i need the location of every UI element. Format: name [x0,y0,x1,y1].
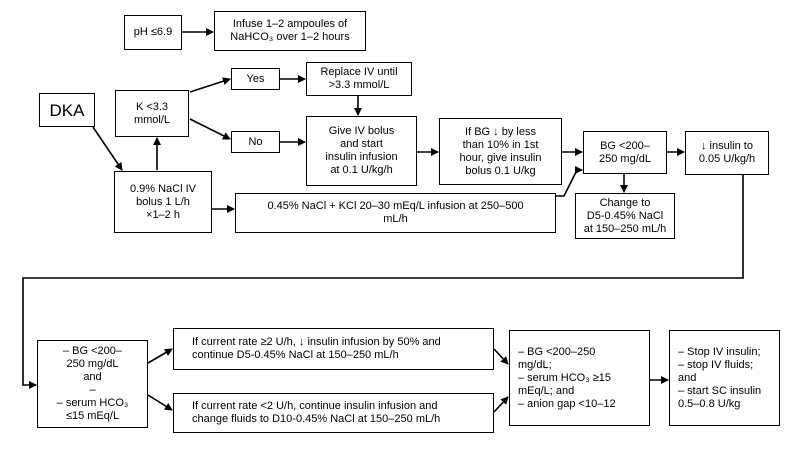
bg-200-box: BG <200– 250 mg/dL [583,131,667,174]
bg-200-text-2: 250 mg/dL [599,152,651,165]
bg-drop-text-2: than 10% in 1st [462,138,539,151]
bg-200-text-1: BG <200– [600,139,650,152]
stop-text-5: 0.5–0.8 U/kg [678,397,741,410]
connector-reduce-crit1 [22,175,744,389]
criteria-2-box: – BG <200–250 mg/dL; – serum HCO₃ ≥15 mE… [509,330,650,426]
criteria-2-text-2: mg/dL; [518,358,552,371]
dka-box: DKA [39,93,95,127]
potassium-text-1: K <3.3 [135,100,169,113]
arrow-ratehigh-crit2 [493,348,509,365]
replace-box: Replace IV until >3.3 mmol/L [306,62,412,96]
bolus-text-4: at 0.1 U/kg/h [330,164,393,176]
reduce-insulin-box: ↓ insulin to 0.05 U/kg/h [685,131,769,175]
stop-text-2: – stop IV fluids; [678,358,754,371]
arrow-ratelow-crit2 [493,396,509,413]
bolus-box: Give IV bolus and start insulin infusion… [306,116,417,186]
arrow-dka-nacl [92,126,123,171]
bolus-text-1: Give IV bolus [328,125,395,137]
arrow-crit1-ratelow [147,394,173,411]
stop-box: – Stop IV insulin; – stop IV fluids; and… [669,330,780,426]
potassium-text-2: mmol/L [133,113,171,126]
bolus-text-3: insulin infusion [325,151,398,163]
rate-low-text-1: If current rate <2 U/h, continue insulin… [192,400,438,412]
criteria-1-text-2: 250 mg/dL [66,358,119,370]
infuse-text-1: Infuse 1–2 ampoules of [232,18,348,30]
criteria-2-text-4: mEq/L; and [518,384,575,397]
ph-text-1: pH ≤6.9 [133,26,173,38]
d5-change-box: Change to D5-0.45% NaCl at 150–250 mL/h [575,193,675,239]
kcl-infusion-text-1: 0.45% NaCl + KCl 20–30 mEq/L infusion at… [267,200,524,212]
ph-box: pH ≤6.9 [124,15,182,50]
yes-box: Yes [231,68,280,90]
criteria-2-text-5: – anion gap <10–12 [518,397,616,410]
d5-change-text-2: D5-0.45% NaCl [586,209,664,222]
criteria-1-text-6: ≤15 mEq/L [65,410,120,422]
stop-text-3: and [678,371,697,384]
nacl-bolus-text-1: 0.9% NaCl IV [129,182,197,195]
replace-text-1: Replace IV until [320,66,398,78]
potassium-box: K <3.3 mmol/L [115,90,189,137]
bg-drop-text-4: bolus 0.1 U/kg [465,164,536,177]
bg-drop-text-3: hour, give insulin [459,151,542,164]
kcl-infusion-text-2: mL/h [383,213,408,225]
kcl-infusion-box: 0.45% NaCl + KCl 20–30 mEq/L infusion at… [235,193,556,233]
dka-text: DKA [49,100,85,120]
infuse-box: Infuse 1–2 ampoules of NaHCO₃ over 1–2 h… [214,11,366,51]
stop-text-4: – start SC insulin [678,384,762,397]
nacl-bolus-text-2: bolus 1 L/h [136,195,190,208]
reduce-insulin-text-1: ↓ insulin to [701,140,753,152]
rate-high-box: If current rate ≥2 U/h, ↓ insulin infusi… [173,328,494,370]
rate-high-text-2: continue D5-0.45% NaCl at 150–250 mL/h [192,349,399,361]
criteria-2-text-1: – BG <200–250 [518,345,596,358]
no-box: No [231,131,280,153]
criteria-1-text-1: – BG <200– [62,345,123,357]
yes-text: Yes [246,72,265,85]
bg-drop-box: If BG ↓ by less than 10% in 1st hour, gi… [439,118,562,185]
arrow-kcl-bg200 [556,166,583,197]
arrow-k-yes [189,77,231,93]
rate-low-text-2: change fluids to D10-0.45% NaCl at 150–2… [192,413,441,425]
rate-low-box: If current rate <2 U/h, continue insulin… [173,393,494,433]
no-text: No [248,135,263,148]
criteria-1-text-3: and [83,371,102,383]
nacl-bolus-box: 0.9% NaCl IV bolus 1 L/h ×1–2 h [114,171,212,233]
replace-text-2: >3.3 mmol/L [328,79,390,91]
nacl-bolus-text-3: ×1–2 h [146,208,180,221]
arrow-crit1-ratehigh [147,348,173,364]
bolus-text-2: and start [340,138,383,150]
criteria-1-text-5: – serum HCO₃ [56,397,129,409]
criteria-2-text-3: – serum HCO₃ ≥15 [518,371,612,384]
d5-change-text-1: Change to [599,196,651,209]
infuse-text-2: NaHCO₃ over 1–2 hours [230,31,350,43]
stop-text-1: – Stop IV insulin; [678,345,761,358]
criteria-1-box: – BG <200– 250 mg/dL and – – serum HCO₃ … [37,340,148,428]
criteria-1-text-4: – [89,384,96,396]
rate-high-text-1: If current rate ≥2 U/h, ↓ insulin infusi… [192,336,441,348]
reduce-insulin-text-2: 0.05 U/kg/h [698,153,756,165]
arrow-k-no [189,118,231,140]
bg-drop-text-1: If BG ↓ by less [465,125,536,138]
d5-change-text-3: at 150–250 mL/h [583,222,667,235]
